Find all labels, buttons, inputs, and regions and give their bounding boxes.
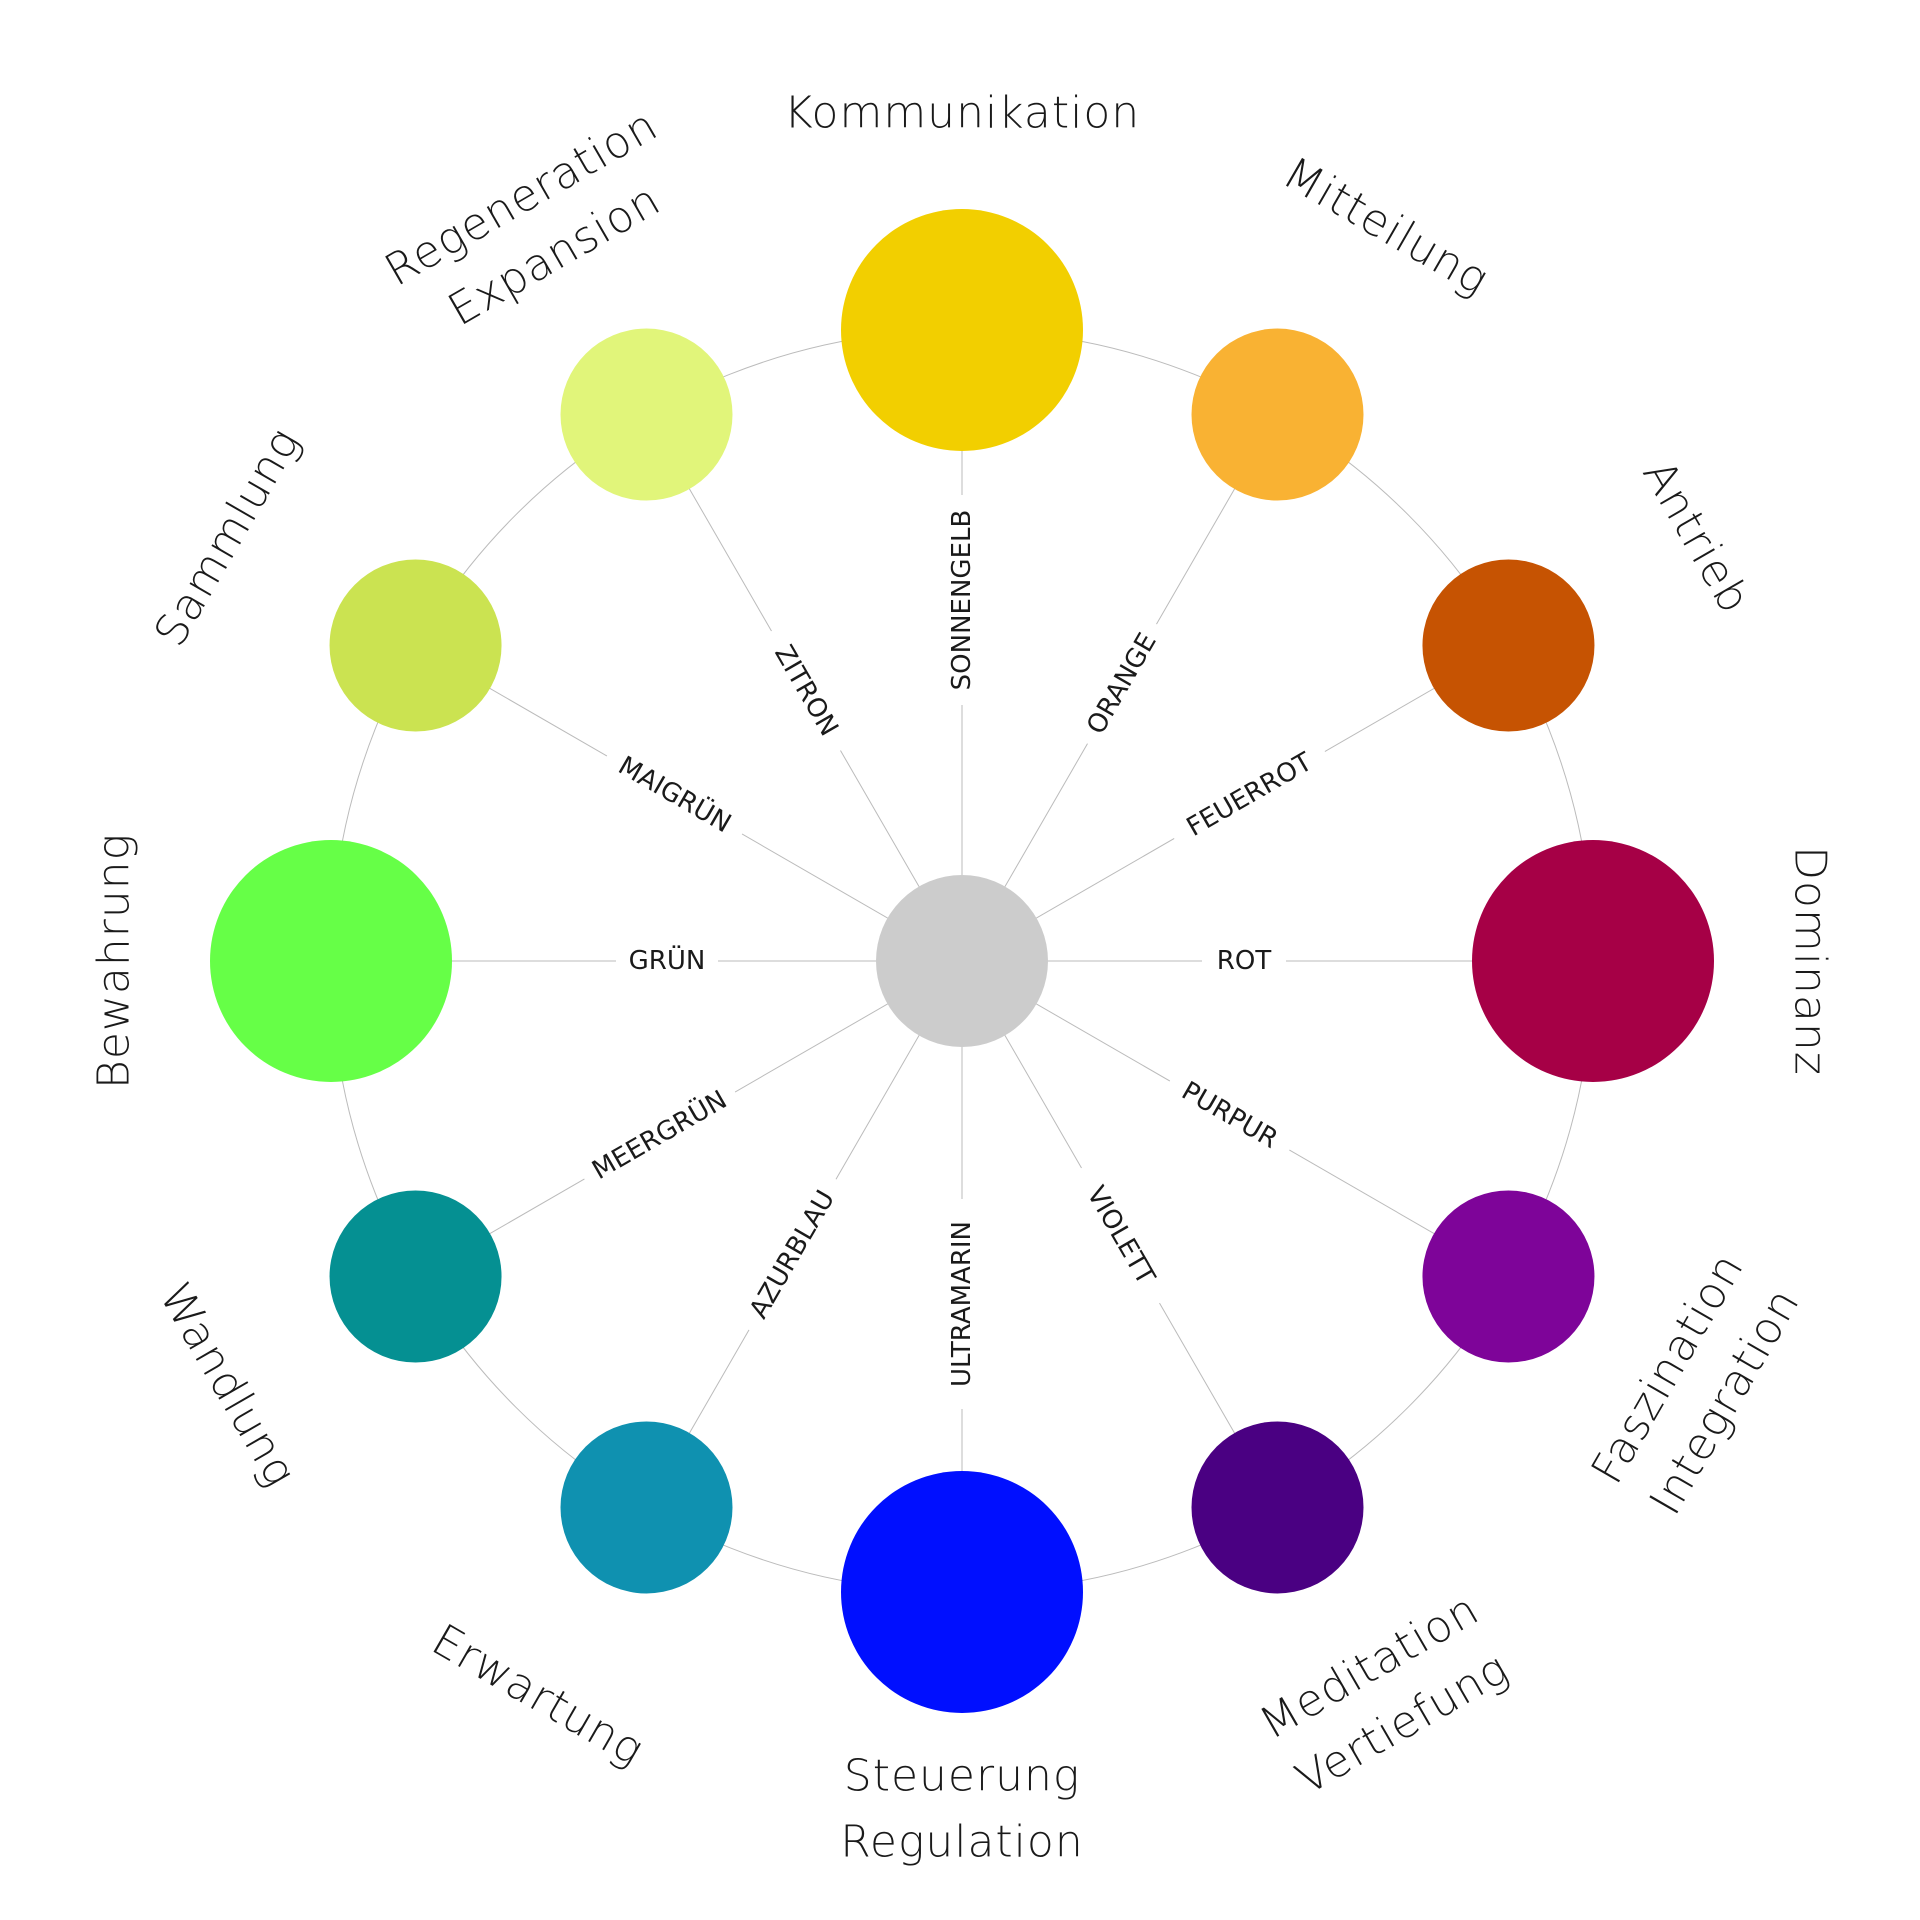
color-name: VIOLETT [1080,1181,1160,1290]
color-name: ULTRAMARIN [947,1221,977,1387]
spoke-label-sonnengelb: SONNENGELB [944,495,980,705]
label-background [944,1199,980,1409]
center-node [876,875,1048,1047]
color-name: ORANGE [1081,628,1163,739]
color-node-ultramarin [841,1471,1083,1713]
color-name: PURPUR [1176,1076,1282,1155]
meaning-text: Regulation [840,1817,1083,1868]
label-background [1160,1065,1299,1166]
color-name: FEUERROT [1182,747,1318,843]
meaning-text: Antrieb [1632,452,1760,623]
spoke-label-zitron: ZITRON [755,622,857,760]
spoke-label-grün: GRÜN [616,943,718,979]
color-node-maigrün [329,559,502,732]
spoke-label-maigrün: MAIGRÜN [597,740,752,850]
color-node-purpur [1422,1190,1595,1363]
meaning-label-maigrün: Sammlung [145,419,311,655]
label-background [944,495,980,705]
color-name: MAIGRÜN [613,749,737,839]
label-background [755,622,857,760]
label-background [1165,735,1334,855]
meaning-text: Kommunikation [784,88,1140,139]
spoke-label-feuerrot: FEUERROT [1165,735,1334,855]
label-background [616,943,718,979]
meaning-text: Bewahrung [89,833,140,1089]
color-name: SONNENGELB [947,510,977,691]
meaning-text: Dominanz [1785,846,1836,1076]
spoke-label-rot: ROT [1202,943,1286,979]
color-node-grün [210,840,452,1082]
meaning-text: Steuerung [844,1751,1080,1802]
color-node-rot [1472,840,1714,1082]
color-name: AZURBLAU [744,1185,841,1323]
color-node-orange [1191,328,1364,501]
label-background [597,740,752,850]
spoke-label-orange: ORANGE [1071,615,1173,753]
color-name: GRÜN [629,944,706,976]
color-node-sonnengelb [841,209,1083,451]
label-background [733,1170,852,1339]
spoke-label-meergrün: MEERGRÜN [575,1076,745,1195]
label-background [1202,943,1286,979]
meaning-label-grün: Bewahrung [89,833,140,1089]
meaning-text: Mitteilung [1274,147,1497,305]
color-node-violett [1191,1421,1364,1594]
meaning-label-azurblau: Erwartung [423,1614,652,1776]
meaning-text: Wandlung [149,1274,306,1495]
color-node-zitron [560,328,733,501]
spoke-label-purpur: PURPUR [1160,1065,1299,1166]
color-node-meergrün [329,1190,502,1363]
color-name: MEERGRÜN [586,1083,732,1186]
spoke-label-ultramarin: ULTRAMARIN [944,1199,980,1409]
spoke-label-violett: VIOLETT [1065,1158,1176,1313]
meaning-label-meergrün: Wandlung [149,1274,306,1495]
meaning-label-feuerrot: Antrieb [1632,452,1760,623]
color-node-feuerrot [1422,559,1595,732]
label-background [575,1076,745,1195]
meaning-label-orange: Mitteilung [1274,147,1497,305]
label-background [1065,1158,1176,1313]
color-node-azurblau [560,1421,733,1594]
label-background [1071,615,1173,753]
meaning-label-rot: Dominanz [1785,846,1836,1076]
color-name: ROT [1217,946,1272,976]
meaning-text: Sammlung [145,419,311,655]
meaning-label-sonnengelb: Kommunikation [784,88,1140,139]
meaning-text: Erwartung [423,1614,652,1776]
spoke-label-azurblau: AZURBLAU [733,1170,852,1339]
